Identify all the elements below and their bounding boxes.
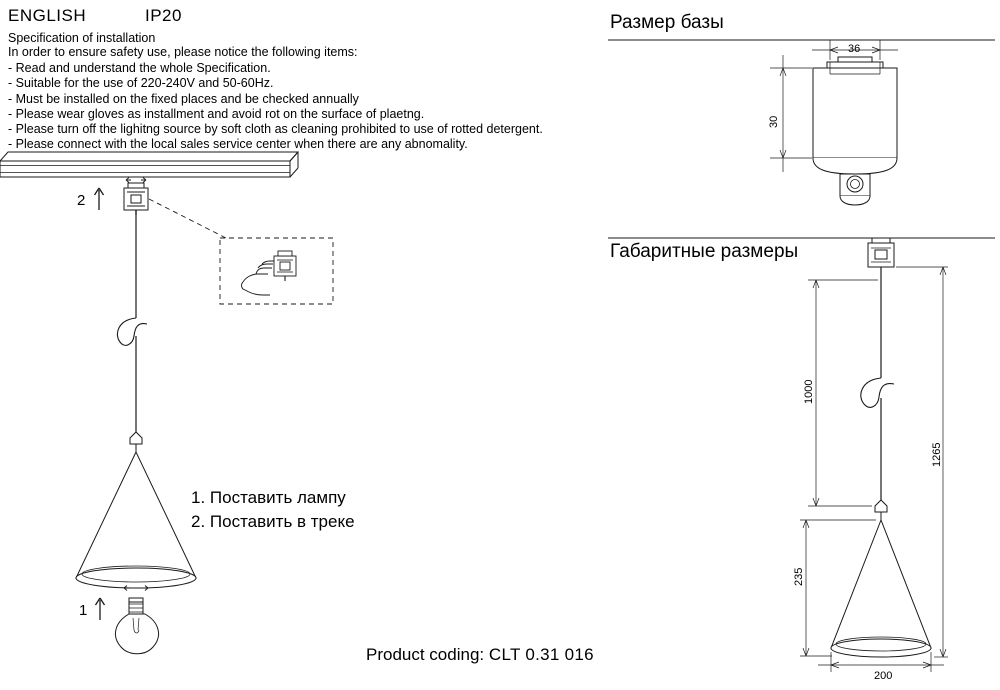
dimension-label-shade-height: 235 bbox=[793, 567, 805, 586]
dimension-label-cord-length: 1000 bbox=[803, 379, 815, 404]
specification-intro: In order to ensure safety use, please no… bbox=[8, 45, 358, 59]
product-coding: Product coding: CLT 0.31 016 bbox=[366, 645, 594, 665]
dimension-shade-height bbox=[800, 519, 876, 657]
header-ip-rating: IP20 bbox=[145, 6, 182, 25]
step2-arrow bbox=[93, 187, 105, 210]
detail-hand-illustration bbox=[241, 250, 297, 296]
dimension-base-height bbox=[770, 55, 812, 172]
light-bulb bbox=[114, 597, 160, 655]
specification-item: - Suitable for the use of 220-240V and 5… bbox=[8, 76, 274, 91]
dimension-base-width bbox=[812, 40, 898, 60]
step-marker-1: 1 bbox=[79, 602, 88, 619]
lamp-shade bbox=[75, 431, 197, 591]
specification-item: - Read and understand the whole Specific… bbox=[8, 61, 271, 75]
specification-list: - Read and understand the whole Specific… bbox=[8, 61, 543, 153]
specification-item: - Please connect with the local sales se… bbox=[8, 137, 468, 152]
specification-item: - Please wear gloves as installment and … bbox=[8, 106, 425, 121]
header-language-label: ENGLISH bbox=[8, 6, 87, 25]
dimension-shade-diameter bbox=[818, 652, 944, 672]
overall-size-heading: Габаритные размеры bbox=[610, 241, 799, 262]
dimension-label-base-width: 36 bbox=[848, 43, 861, 55]
base-size-heading: Размер базы bbox=[610, 12, 724, 33]
detail-callout bbox=[148, 198, 227, 239]
product-coding-label: Product coding: bbox=[366, 645, 485, 664]
dimension-total-height bbox=[896, 266, 948, 658]
dimension-label-shade-diameter: 200 bbox=[874, 670, 893, 682]
dimension-label-base-height: 30 bbox=[768, 115, 780, 128]
track-rail bbox=[0, 151, 300, 178]
full-fixture-drawing bbox=[830, 237, 932, 658]
dimension-cord-length bbox=[808, 279, 878, 507]
step1-arrow bbox=[94, 597, 106, 620]
product-coding-value: CLT 0.31 016 bbox=[488, 645, 594, 664]
instruction-step-2: 2. Поставить в треке bbox=[191, 512, 355, 531]
step-marker-2: 2 bbox=[77, 192, 86, 209]
dimension-label-total-height: 1265 bbox=[931, 442, 943, 467]
specification-title: Specification of installation bbox=[8, 31, 156, 45]
base-module-drawing bbox=[812, 56, 898, 206]
instruction-step-1: 1. Поставить лампу bbox=[191, 488, 346, 507]
specification-item: - Must be installed on the fixed places … bbox=[8, 91, 359, 106]
specification-item: - Please turn off the lighitng source by… bbox=[8, 122, 543, 137]
suspension-cord bbox=[116, 215, 148, 438]
track-adapter bbox=[123, 177, 149, 215]
